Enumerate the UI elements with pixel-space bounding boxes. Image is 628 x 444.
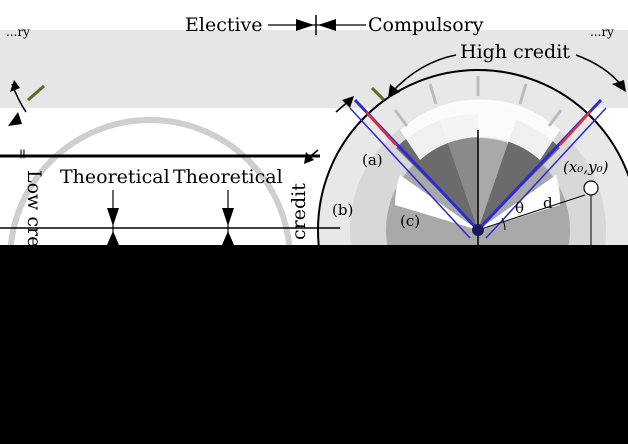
region-c-label: (c) <box>400 212 420 230</box>
arrowhead <box>342 96 354 108</box>
theta-arc <box>501 217 506 231</box>
theoretical-label-1: Theoretical <box>60 166 170 188</box>
right-circle-group <box>317 69 628 245</box>
point-label: (x₀,y₀) <box>563 158 609 176</box>
upper-window <box>400 99 560 160</box>
arrowhead <box>10 80 20 92</box>
blue-diagonal-right-inner <box>485 107 607 239</box>
arrowhead <box>8 112 22 126</box>
region-a-label: (a) <box>362 151 383 169</box>
upper-right-fragment: ...ry <box>590 25 614 39</box>
center-point <box>472 224 484 236</box>
green-tick <box>27 84 45 102</box>
legend-elective-label: Elective <box>185 14 263 36</box>
red-segment-left <box>365 111 397 146</box>
d-label: d <box>543 194 553 212</box>
blue-diagonal-left-inner <box>349 107 471 239</box>
ring-ticks <box>393 76 563 127</box>
upper-left-fragment: ...ry <box>6 25 30 39</box>
theoretical-label-2: Theoretical <box>173 166 283 188</box>
red-segment-right <box>559 111 591 146</box>
low-credit-label: Low cre <box>23 170 45 247</box>
arrowhead <box>612 80 626 92</box>
legend-compulsory-label: Compulsory <box>368 14 484 36</box>
green-tick <box>370 86 386 102</box>
theoretical-markers <box>107 190 234 245</box>
arrowhead <box>388 84 400 98</box>
distance-line <box>477 194 586 231</box>
arrowhead <box>304 152 314 164</box>
left-arc-group <box>7 117 293 245</box>
high-credit-label: High credit <box>460 41 570 63</box>
legend-arrows <box>268 15 366 35</box>
sector-wedge <box>440 113 478 230</box>
region-b-label: (b) <box>332 201 353 219</box>
theta-label: θ <box>515 199 524 217</box>
credit-vertical-label: credit <box>288 183 310 240</box>
blacked-out-region <box>0 245 628 444</box>
low-credit-marker: = <box>14 148 30 160</box>
target-point <box>583 180 599 196</box>
